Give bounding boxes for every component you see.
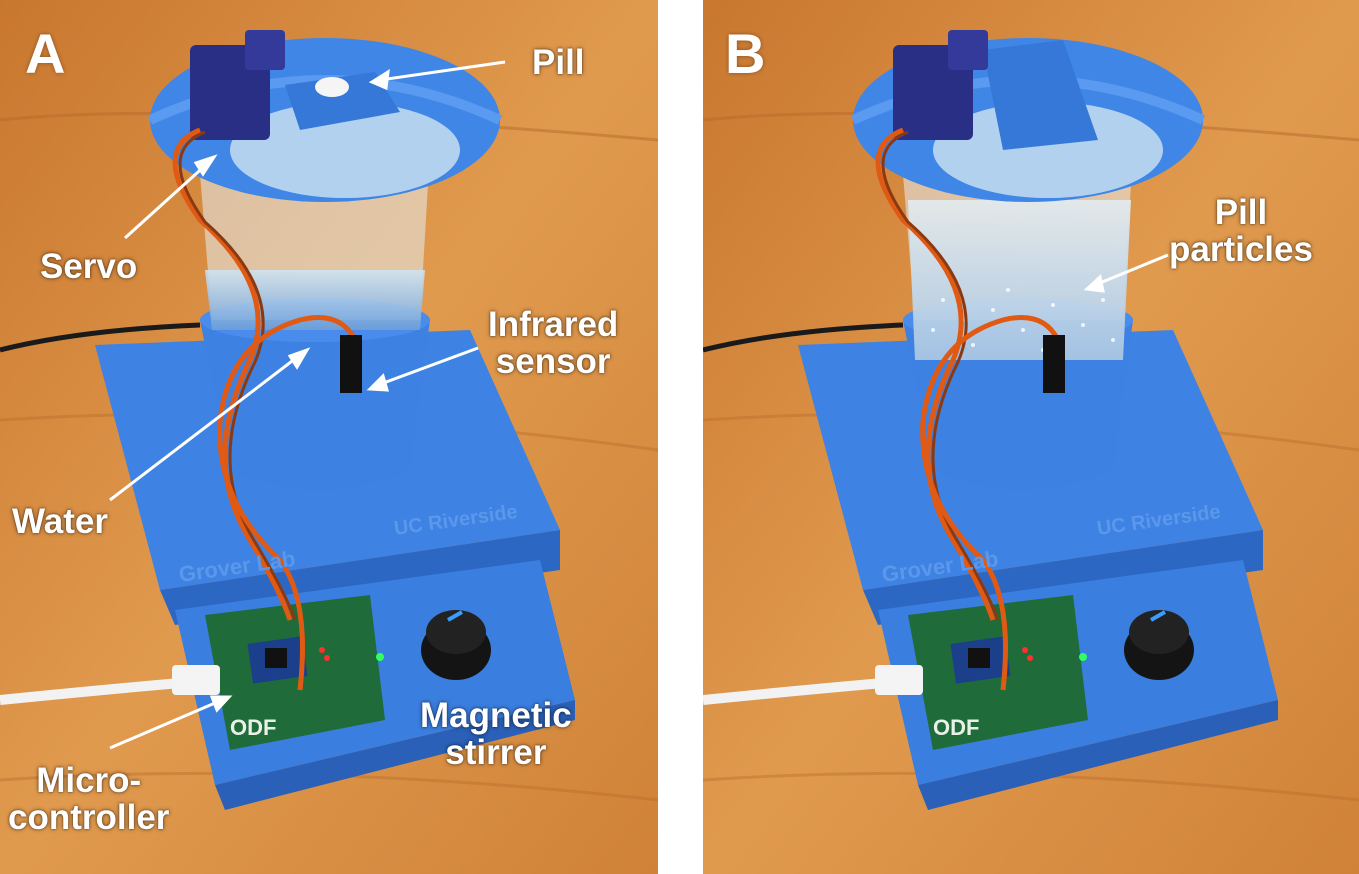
- label-pill-particles: Pill particles: [1169, 194, 1313, 268]
- label-pill-particles-line1: Pill: [1214, 193, 1268, 232]
- label-magnetic-line2: stirrer: [445, 733, 547, 772]
- servo-wires: [875, 127, 996, 621]
- label-infrared-sensor: Infrared sensor: [488, 306, 618, 380]
- annotation-arrows: [109, 60, 506, 750]
- annotation-arrows: [1083, 253, 1169, 293]
- usb-cable: [703, 678, 884, 705]
- usb-cable: [0, 678, 181, 705]
- label-micro-line2: controller: [8, 798, 170, 837]
- panel-a: Grover Lab UC Riverside ODF A Pill Servo…: [0, 0, 658, 874]
- panel-a-photo: Grover Lab UC Riverside ODF: [0, 0, 658, 874]
- pill: [315, 77, 349, 97]
- label-microcontroller: Micro- controller: [8, 762, 169, 836]
- label-magnetic-stirrer: Magnetic stirrer: [420, 697, 572, 771]
- label-water: Water: [12, 502, 108, 541]
- panel-a-letter: A: [25, 22, 66, 85]
- panel-b: Grover Lab UC Riverside ODF B Pill parti…: [703, 0, 1359, 874]
- status-led: [376, 653, 384, 661]
- panel-b-photo: Grover Lab UC Riverside ODF: [703, 0, 1359, 874]
- label-pill: Pill: [532, 43, 585, 82]
- panel-b-letter: B: [725, 22, 766, 85]
- cup-holder: [903, 320, 1133, 490]
- status-led: [1079, 653, 1087, 661]
- label-infrared-line2: sensor: [495, 342, 611, 381]
- infrared-sensor: [1043, 335, 1065, 393]
- cup-holder: [200, 320, 430, 490]
- label-pill-particles-line2: particles: [1169, 230, 1313, 269]
- pcb-odf-text: ODF: [933, 715, 979, 740]
- power-cable: [703, 322, 904, 353]
- label-magnetic-line1: Magnetic: [420, 696, 572, 735]
- sensor-wires: [217, 315, 358, 691]
- label-micro-line1: Micro-: [36, 761, 142, 800]
- water: [205, 270, 425, 330]
- label-infrared-line1: Infrared: [488, 305, 619, 344]
- sensor-wires: [920, 315, 1061, 691]
- pill-platform-tilted: [983, 40, 1098, 150]
- power-cable: [0, 322, 201, 353]
- pill-platform: [285, 72, 400, 130]
- label-servo: Servo: [40, 247, 138, 286]
- pcb-odf-text: ODF: [230, 715, 276, 740]
- infrared-sensor: [340, 335, 362, 393]
